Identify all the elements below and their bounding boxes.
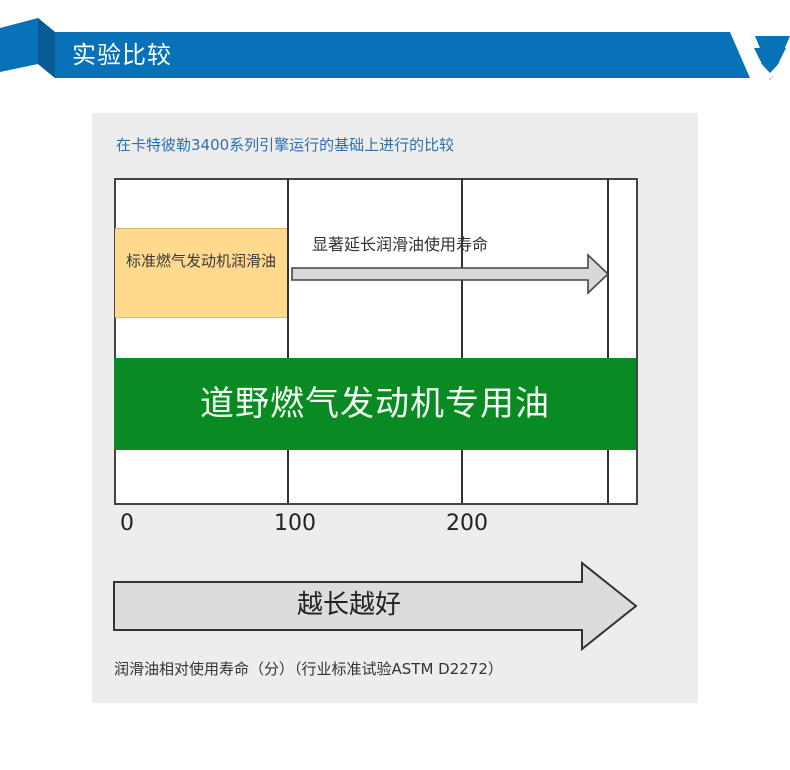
product-oil-label: 道野燃气发动机专用油	[200, 384, 550, 424]
header-band	[55, 32, 790, 78]
page-title: 实验比较	[72, 41, 172, 69]
ribbon-fold-icon	[0, 18, 55, 78]
extend-life-label: 显著延长润滑油使用寿命	[312, 235, 489, 254]
x-axis-caption: 润滑油相对使用寿命（分）（行业标准试验ASTM D2272）	[114, 660, 503, 678]
extend-arrow-icon	[291, 253, 610, 295]
gridline-end	[607, 178, 609, 503]
better-label: 越长越好	[296, 590, 401, 620]
gridline-100	[287, 178, 289, 503]
product-oil-bar	[114, 358, 636, 450]
gridline-200	[461, 178, 463, 503]
tick-200: 200	[446, 511, 488, 536]
chart-subtitle: 在卡特彼勒3400系列引擎运行的基础上进行的比较	[116, 136, 455, 154]
tick-0: 0	[120, 511, 134, 536]
standard-oil-bar	[115, 228, 287, 318]
better-arrow-icon	[113, 560, 638, 652]
standard-oil-label: 标准燃气发动机润滑油	[126, 252, 277, 270]
tick-100: 100	[274, 511, 316, 536]
v-chevron-logo-icon	[754, 48, 786, 80]
